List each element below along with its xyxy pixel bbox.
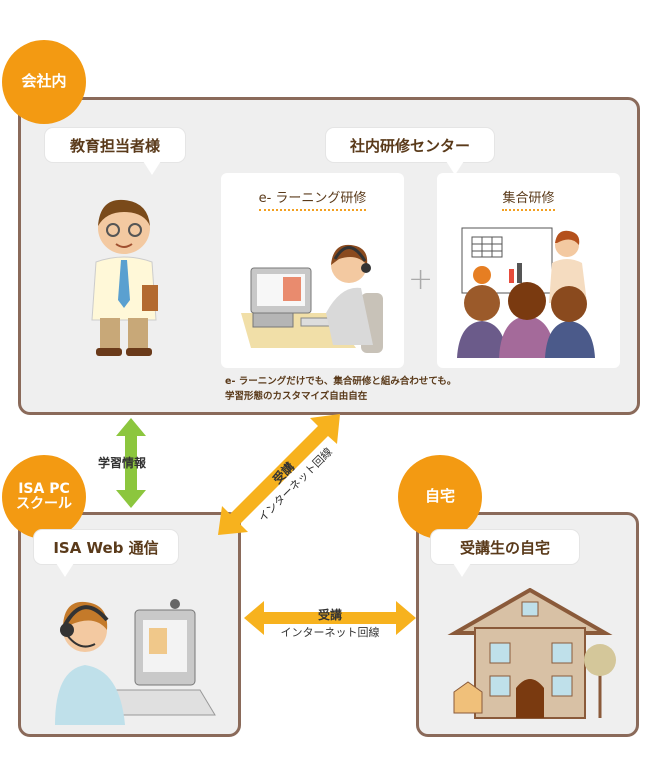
- note-line-1: e- ラーニングだけでも、集合研修と組み合わせても。: [225, 376, 457, 387]
- manager-label: 教育担当者様: [69, 136, 160, 155]
- center-bubble: 社内研修センター: [326, 128, 494, 175]
- plus-sign: +: [408, 262, 434, 297]
- group-title: 集合研修: [502, 191, 555, 211]
- school-operator-figure: [55, 599, 216, 725]
- manager-figure: [91, 199, 158, 356]
- learning-info-arrow: [116, 418, 146, 508]
- manager-bubble: 教育担当者様: [45, 128, 185, 175]
- horizontal-attend-label: 受講: [317, 608, 342, 622]
- student-home-label: 受講生の自宅: [459, 538, 550, 557]
- school-badge-label: ISA PC スクール: [16, 481, 72, 512]
- horizontal-arrow: [244, 601, 416, 635]
- horizontal-internet-label: インターネット回線: [280, 626, 380, 639]
- company-badge: 会社内: [2, 40, 86, 124]
- elearning-title: e- ラーニング研修: [258, 191, 367, 211]
- house-illustration: [447, 588, 616, 719]
- group-illustration: [457, 227, 595, 358]
- group-card: 集合研修: [437, 173, 620, 368]
- elearning-illustration: [241, 244, 383, 353]
- center-label: 社内研修センター: [349, 136, 470, 155]
- note-line-2: 学習形態のカスタマイズ自由自在: [225, 391, 368, 402]
- school-badge: ISA PC スクール: [2, 455, 86, 539]
- home-badge: 自宅: [398, 455, 482, 539]
- isa-web-label: ISA Web 通信: [53, 538, 159, 557]
- isa-web-bubble: ISA Web 通信: [34, 530, 178, 577]
- learning-info-label: 学習情報: [98, 456, 147, 470]
- student-home-bubble: 受講生の自宅: [431, 530, 579, 577]
- elearning-card: e- ラーニング研修: [221, 173, 404, 368]
- diagonal-arrow: [218, 414, 340, 535]
